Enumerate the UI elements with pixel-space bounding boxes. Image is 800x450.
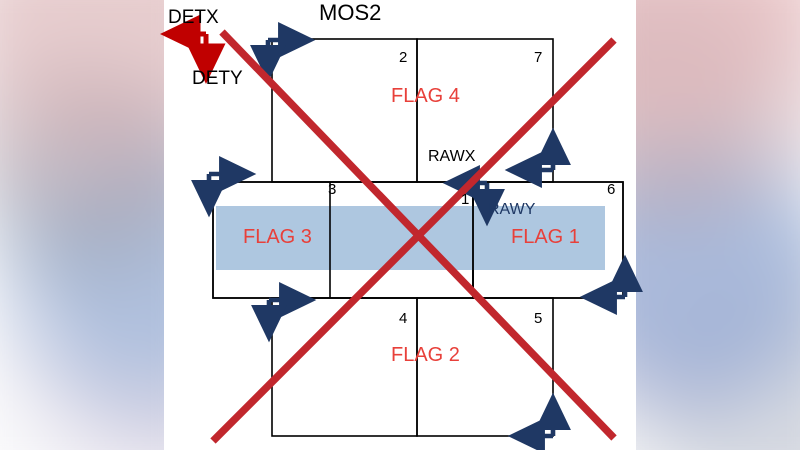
ccd-box-6-edge <box>472 181 624 299</box>
dety-label: DETY <box>192 68 243 89</box>
det-axis-arrows <box>159 14 226 85</box>
band-left-flag3 <box>216 206 473 270</box>
blurred-background-right <box>636 0 800 450</box>
ccd-label-6: 6 <box>607 181 616 198</box>
ccd-label-7: 7 <box>534 49 543 66</box>
flag4-label: FLAG 4 <box>391 85 460 107</box>
ccd-label-5: 5 <box>534 310 543 327</box>
detx-label: DETX <box>168 7 219 28</box>
ccd-label-3: 3 <box>328 181 337 198</box>
ccd-label-2: 2 <box>399 49 408 66</box>
cross-out-x <box>210 29 617 444</box>
cross-out-stroke-b <box>210 37 617 444</box>
ccd-box-5 <box>416 297 554 437</box>
diagram-title: MOS2 <box>319 0 382 25</box>
rawy-label: RAWY <box>488 201 536 218</box>
ccd-label-1: 1 <box>461 191 470 208</box>
flag3-label: FLAG 3 <box>243 226 312 248</box>
blurred-background-right-fill <box>636 0 800 450</box>
ccd-label-4: 4 <box>399 310 408 327</box>
flag2-label: FLAG 2 <box>391 344 460 366</box>
blurred-background-left <box>0 0 164 450</box>
ccd-outlines-overlay <box>212 181 624 299</box>
blurred-background-left-fill <box>0 0 164 450</box>
ccd-box-4 <box>271 297 418 437</box>
flag1-label: FLAG 1 <box>511 226 580 248</box>
rawx-label: RAWX <box>428 148 476 165</box>
